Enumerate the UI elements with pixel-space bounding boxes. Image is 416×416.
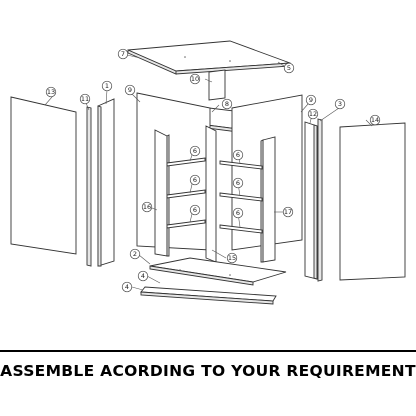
badge-4-upper: 4 xyxy=(137,270,149,282)
badge-5-label: 5 xyxy=(287,64,291,72)
badge-5: 5 xyxy=(283,62,295,74)
badge-1: 1 xyxy=(101,80,113,92)
badge-14: 14 xyxy=(369,114,381,126)
right-strip xyxy=(317,118,323,282)
badge-15-label: 15 xyxy=(228,254,236,262)
left-upright-edge xyxy=(97,105,102,267)
badge-12-label: 12 xyxy=(309,110,317,118)
shelf-right-2 xyxy=(219,192,263,202)
badge-17-label: 17 xyxy=(284,208,292,216)
left-side-panel xyxy=(10,96,77,255)
badge-4-lower: 4 xyxy=(121,281,133,293)
center-divider xyxy=(205,125,217,263)
divider-rule xyxy=(0,350,416,352)
badge-6-r3: 6 xyxy=(232,207,244,219)
diagram-svg: 1 2 3 4 4 5 6 6 6 6 6 6 7 8 9 9 10 11 12… xyxy=(10,40,406,305)
shelf-right-3 xyxy=(219,224,263,234)
badge-16-label: 16 xyxy=(143,203,151,211)
badge-6-l1-label: 6 xyxy=(193,147,197,155)
badge-10-label: 10 xyxy=(191,75,199,83)
badge-7: 7 xyxy=(117,48,129,60)
badge-11: 11 xyxy=(79,93,91,105)
badge-3-label: 3 xyxy=(338,100,342,108)
badge-10: 10 xyxy=(189,73,201,85)
shelf-left-2 xyxy=(166,189,206,199)
badge-17: 17 xyxy=(282,206,294,218)
bottom-panel-front xyxy=(149,265,254,286)
badge-8-label: 8 xyxy=(225,100,229,108)
badge-6-r3-label: 6 xyxy=(236,209,240,217)
badge-6-l3-label: 6 xyxy=(193,206,197,214)
plinth-rail-edge xyxy=(140,291,274,305)
badge-9-left: 9 xyxy=(124,84,136,96)
badge-2-label: 2 xyxy=(133,250,137,258)
badge-9-right: 9 xyxy=(305,94,317,106)
left-strip xyxy=(86,106,92,267)
badge-6-r1: 6 xyxy=(232,149,244,161)
badge-6-l1: 6 xyxy=(189,145,201,157)
badge-4-upper-label: 4 xyxy=(141,272,145,280)
right-side-panel xyxy=(339,122,406,281)
badge-6-l2-label: 6 xyxy=(193,176,197,184)
badge-13: 13 xyxy=(45,86,57,98)
badge-8: 8 xyxy=(221,98,233,110)
badge-14-label: 14 xyxy=(371,116,379,124)
badge-3: 3 xyxy=(334,98,346,110)
center-left-upright xyxy=(154,129,168,257)
shelf-right-1 xyxy=(219,160,263,170)
screw-hole xyxy=(179,269,181,271)
badge-6-r2: 6 xyxy=(232,177,244,189)
badge-2: 2 xyxy=(129,248,141,260)
badge-13-label: 13 xyxy=(47,88,55,96)
shelf-left-3 xyxy=(166,219,206,229)
badge-15: 15 xyxy=(226,252,238,264)
badge-4-lower-label: 4 xyxy=(125,283,129,291)
badge-6-r2-label: 6 xyxy=(236,179,240,187)
assembly-caption: ASSEMBLE ACORDING TO YOUR REQUIREMENT xyxy=(0,362,416,380)
right-upright-edge xyxy=(313,124,318,280)
badge-16: 16 xyxy=(141,201,153,213)
badge-11-label: 11 xyxy=(81,95,89,103)
small-back-panel xyxy=(208,69,226,101)
center-right-upright xyxy=(262,136,276,263)
screw-hole xyxy=(229,274,231,276)
badge-6-r1-label: 6 xyxy=(236,151,240,159)
shelf-left-1 xyxy=(166,157,206,167)
badge-12: 12 xyxy=(307,108,319,120)
screw-hole xyxy=(184,56,186,58)
badge-6-l3: 6 xyxy=(189,204,201,216)
badge-1-label: 1 xyxy=(105,82,109,90)
badge-7-label: 7 xyxy=(121,50,125,58)
screw-hole xyxy=(229,60,231,62)
badge-6-l2: 6 xyxy=(189,174,201,186)
badge-9-right-label: 9 xyxy=(309,96,313,104)
badge-9-left-label: 9 xyxy=(128,86,132,94)
